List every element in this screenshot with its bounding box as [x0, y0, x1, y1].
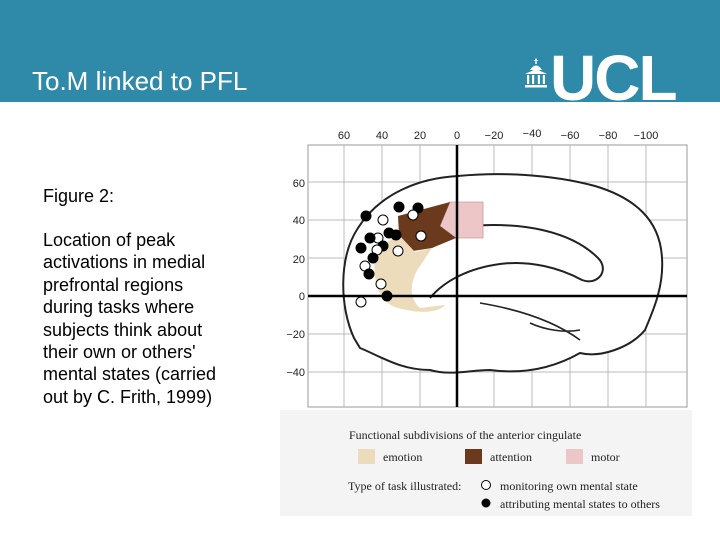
portico-icon: [523, 58, 549, 88]
activation-others: [365, 233, 375, 243]
x-tick-neg20: −20: [485, 130, 504, 142]
ucl-wordmark: UCL: [550, 46, 676, 110]
brain-figure: 60 40 20 0 −20 −40 −60 −80 −100 60 40 20…: [280, 108, 692, 516]
y-tick-neg20: −20: [286, 329, 305, 341]
x-tick-40: 40: [376, 130, 388, 142]
x-tick-neg60: −60: [561, 130, 580, 142]
legend-swatch-attention: [465, 449, 482, 464]
activation-others: [368, 253, 378, 263]
figure-caption: Location of peak activations in medial p…: [43, 229, 233, 408]
activation-others: [394, 202, 404, 212]
y-tick-neg40: −40: [286, 367, 305, 379]
y-tick-40: 40: [293, 215, 305, 227]
activation-own: [378, 215, 388, 225]
legend-task-prefix: Type of task illustrated:: [348, 479, 461, 493]
figure-label: Figure 2:: [43, 185, 114, 207]
activation-own: [408, 210, 418, 220]
legend-label-emotion: emotion: [383, 450, 422, 464]
y-tick-20: 20: [293, 254, 305, 266]
activation-others: [382, 291, 392, 301]
activation-others: [356, 243, 366, 253]
legend-swatch-motor: [566, 449, 583, 464]
ucl-logo: UCL: [520, 50, 690, 106]
activation-own: [416, 231, 426, 241]
x-tick-0: 0: [454, 130, 460, 142]
legend-heading: Functional subdivisions of the anterior …: [349, 428, 581, 442]
legend-label-own: monitoring own mental state: [500, 479, 638, 493]
slide-title: To.M linked to PFL: [32, 66, 247, 97]
legend-label-motor: motor: [591, 450, 620, 464]
x-tick-neg40: −40: [523, 128, 542, 140]
legend-label-attention: attention: [490, 450, 532, 464]
brain-figure-svg: 60 40 20 0 −20 −40 −60 −80 −100 60 40 20…: [280, 108, 692, 516]
activation-others: [364, 269, 374, 279]
activation-own: [356, 297, 366, 307]
activation-others: [361, 211, 371, 221]
y-tick-60: 60: [293, 178, 305, 190]
legend-label-others: attributing mental states to others: [500, 497, 660, 511]
x-tick-60: 60: [338, 130, 350, 142]
activation-others: [391, 230, 401, 240]
legend-others-marker: [482, 499, 491, 508]
y-tick-0: 0: [299, 291, 305, 303]
legend: Functional subdivisions of the anterior …: [280, 410, 692, 516]
x-tick-20: 20: [414, 130, 426, 142]
legend-own-marker: [482, 481, 491, 490]
x-tick-neg100: −100: [634, 130, 659, 142]
x-tick-neg80: −80: [599, 130, 618, 142]
activation-own: [376, 279, 386, 289]
legend-swatch-emotion: [358, 449, 375, 464]
activation-own: [393, 246, 403, 256]
